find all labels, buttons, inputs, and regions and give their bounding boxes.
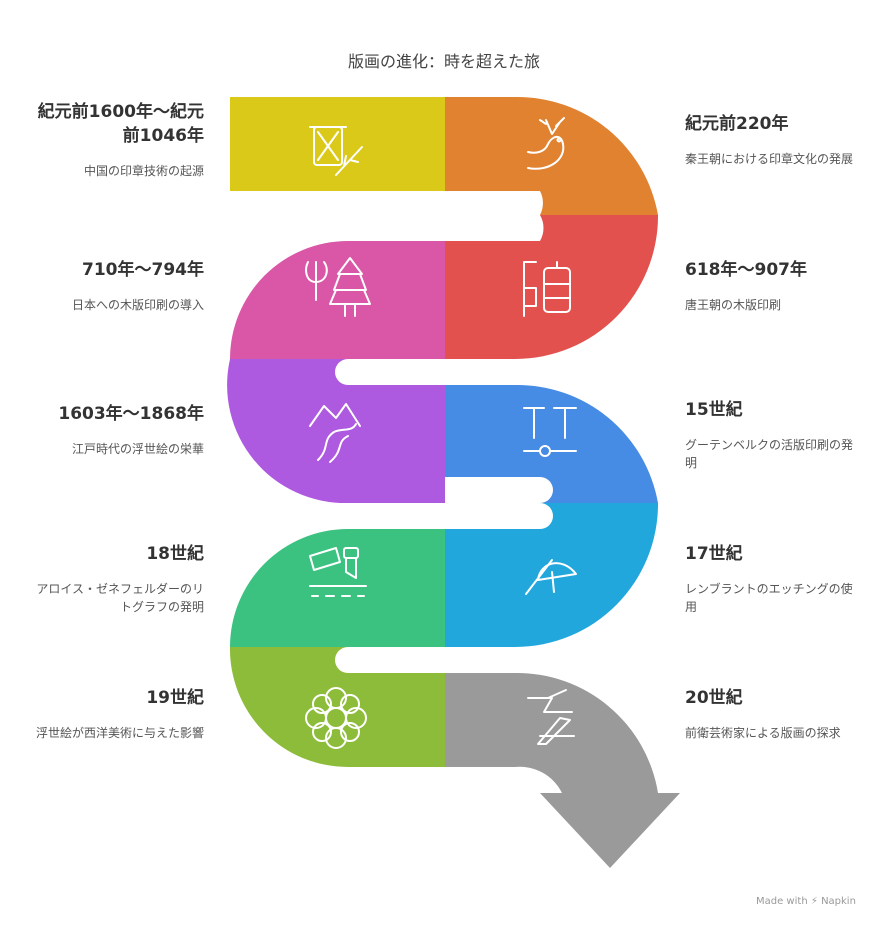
event-year: 紀元前1600年〜紀元前1046年: [37, 102, 204, 146]
event-label-2: 紀元前220年 秦王朝における印章文化の発展: [685, 112, 860, 168]
made-with-credit[interactable]: Made with ⚡ Napkin: [756, 896, 856, 907]
event-label-4: 618年〜907年 唐王朝の木版印刷: [685, 258, 860, 314]
segment-pink: [230, 241, 445, 359]
event-desc: 前衛芸術家による版画の探求: [685, 726, 841, 740]
event-year: 1603年〜1868年: [58, 404, 204, 424]
event-label-8: 17世紀 レンブラントのエッチングの使用: [685, 542, 860, 616]
deer-icon: [527, 117, 565, 170]
abstract-z-icon: [527, 689, 575, 745]
event-label-9: 19世紀 浮世絵が西洋美術に与えた影響: [29, 686, 204, 742]
event-year: 18世紀: [146, 544, 204, 564]
segment-gray-arrow: [445, 672, 680, 868]
mountain-river-icon: [309, 403, 361, 463]
segment-yellow: [230, 97, 445, 191]
event-year: 17世紀: [685, 544, 743, 564]
segment-blue: [445, 384, 658, 503]
segment-green: [230, 529, 445, 647]
drum-branch-icon: [309, 126, 363, 176]
napkin-logo-icon: ⚡: [810, 896, 818, 907]
event-desc: レンブラントのエッチングの使用: [685, 582, 853, 614]
event-year: 19世紀: [146, 688, 204, 708]
event-desc: 日本への木版印刷の導入: [71, 298, 204, 312]
event-label-6: 15世紀 グーテンベルクの活版印刷の発明: [685, 398, 860, 472]
event-desc: 中国の印章技術の起源: [83, 164, 204, 178]
lithograph-press-icon: [309, 547, 367, 597]
event-year: 710年〜794年: [82, 260, 204, 280]
movable-type-icon: [523, 407, 577, 457]
diagram-title: 版画の進化：時を超えた旅: [347, 52, 540, 71]
event-label-1: 紀元前1600年〜紀元前1046年 中国の印章技術の起源: [29, 100, 204, 180]
event-year: 15世紀: [685, 400, 743, 420]
made-with-text: Made with: [756, 896, 808, 907]
event-label-7: 18世紀 アロイス・ゼネフェルダーのリトグラフの発明: [29, 542, 204, 616]
event-desc: グーテンベルクの活版印刷の発明: [685, 438, 854, 470]
etching-tool-icon: [525, 559, 577, 595]
event-year: 20世紀: [685, 688, 743, 708]
event-desc: 秦王朝における印章文化の発展: [685, 152, 854, 166]
pagoda-icon: [305, 257, 371, 317]
event-label-10: 20世紀 前衛芸術家による版画の探求: [685, 686, 860, 742]
event-desc: 唐王朝の木版印刷: [685, 298, 782, 312]
brand-name: Napkin: [821, 896, 856, 907]
segment-red: [445, 215, 659, 359]
printing-block-icon: [523, 261, 571, 317]
segment-orange: [445, 96, 658, 215]
event-desc: 浮世絵が西洋美術に与えた影響: [35, 726, 204, 740]
flower-emblem-icon: [305, 687, 367, 749]
event-year: 618年〜907年: [685, 260, 807, 280]
event-year: 紀元前220年: [685, 114, 789, 134]
event-label-3: 710年〜794年 日本への木版印刷の導入: [29, 258, 204, 314]
event-desc: 江戸時代の浮世絵の栄華: [71, 442, 204, 456]
event-desc: アロイス・ゼネフェルダーのリトグラフの発明: [36, 582, 204, 614]
event-label-5: 1603年〜1868年 江戸時代の浮世絵の栄華: [29, 402, 204, 458]
